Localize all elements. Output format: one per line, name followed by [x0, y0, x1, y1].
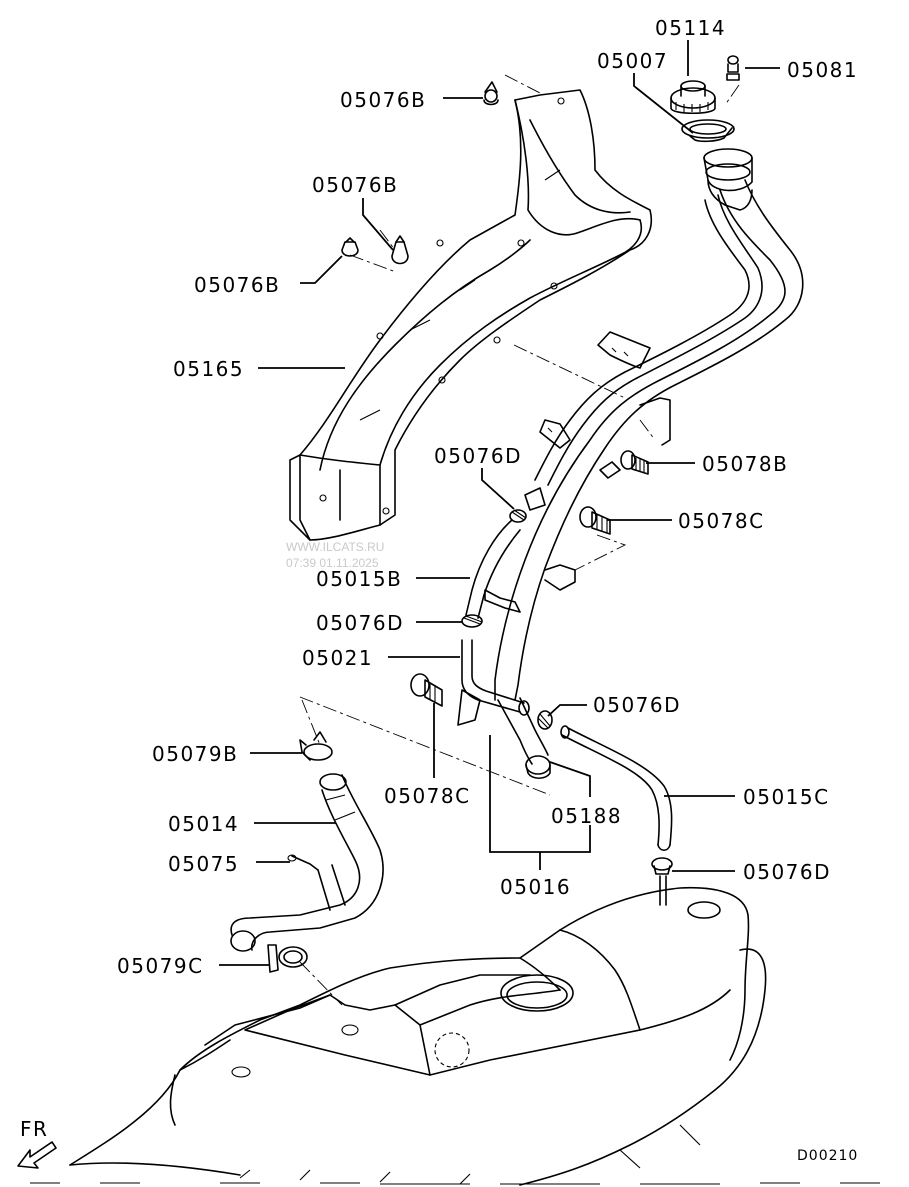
label-05014[interactable]: 05014	[168, 812, 239, 836]
label-05188[interactable]: 05188	[551, 804, 622, 828]
hose-clamp-05079c	[267, 944, 308, 973]
label-05076b-mid[interactable]: 05076B	[312, 173, 398, 197]
label-05078b[interactable]: 05078B	[702, 452, 788, 476]
label-05076b-top[interactable]: 05076B	[340, 88, 426, 112]
hose-clamp-right	[537, 710, 553, 730]
clip-left	[341, 237, 359, 257]
label-05079b[interactable]: 05079B	[152, 742, 238, 766]
label-05016[interactable]: 05016	[500, 875, 571, 899]
front-direction-marker: FR	[17, 1117, 57, 1169]
hose-band-05075	[287, 854, 346, 911]
label-05081[interactable]: 05081	[787, 58, 858, 82]
hose-clamp-bottom	[651, 857, 673, 906]
filler-neck-heat-shield	[289, 89, 652, 541]
front-direction-label: FR	[20, 1117, 48, 1141]
watermark-site: WWW.ILCATS.RU	[286, 540, 384, 554]
label-05076b-left[interactable]: 05076B	[194, 273, 280, 297]
bolt-05078c-lower	[410, 673, 443, 707]
bolt-05078c-right	[579, 506, 611, 535]
label-05075[interactable]: 05075	[168, 852, 239, 876]
label-05076d-right[interactable]: 05076D	[593, 693, 681, 717]
clip-top	[483, 81, 499, 106]
label-05165[interactable]: 05165	[173, 357, 244, 381]
label-05114[interactable]: 05114	[655, 16, 726, 40]
label-05021[interactable]: 05021	[302, 646, 373, 670]
label-05078c-right[interactable]: 05078C	[678, 509, 765, 533]
hose-clamp-upper	[509, 509, 527, 523]
hose-clamp-left	[461, 614, 483, 628]
label-05015b[interactable]: 05015B	[316, 567, 402, 591]
cap-gasket-ring	[681, 119, 735, 143]
label-05079c[interactable]: 05079C	[117, 954, 204, 978]
breather-pipe-05021	[461, 639, 530, 716]
filler-hose-05014	[230, 773, 384, 952]
label-05015c[interactable]: 05015C	[743, 785, 830, 809]
part-labels: 05114 05007 05081 05076B 05076B 05076B 0…	[117, 16, 858, 978]
watermark-timestamp: 07:39 01.11.2025	[286, 556, 379, 570]
label-05078c-lower[interactable]: 05078C	[384, 784, 471, 808]
filler-neck-pipe	[457, 148, 804, 726]
cap-screw	[726, 55, 740, 81]
leader-lines	[219, 40, 780, 966]
hose-clamp-05079b	[299, 731, 333, 761]
label-05076d-upper[interactable]: 05076D	[434, 444, 522, 468]
fuel-cap	[670, 80, 716, 115]
alignment-lines	[299, 74, 740, 1006]
clip-mid	[391, 235, 409, 265]
vent-hose-05015c	[560, 725, 673, 852]
filler-hose-05188	[497, 697, 551, 780]
fuel-tank	[69, 886, 767, 1186]
label-05076d-left[interactable]: 05076D	[316, 611, 404, 635]
diagram-code: D00210	[797, 1148, 858, 1164]
vent-hose-05015b	[465, 519, 521, 619]
label-05007[interactable]: 05007	[597, 49, 668, 73]
bottom-edge-noise	[30, 1182, 880, 1185]
label-05076d-bottom[interactable]: 05076D	[743, 860, 831, 884]
bolt-05078b	[620, 450, 649, 475]
front-arrow-icon	[17, 1141, 57, 1169]
watermark: WWW.ILCATS.RU 07:39 01.11.2025	[286, 540, 384, 570]
